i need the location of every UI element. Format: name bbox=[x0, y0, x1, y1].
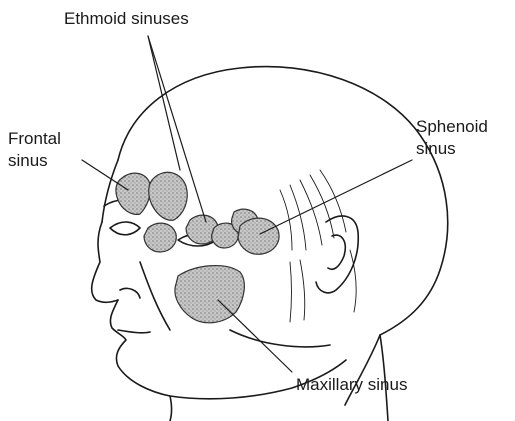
frontal-sinus-right bbox=[149, 172, 188, 220]
frontal-sinus bbox=[116, 173, 150, 214]
sphenoid-label-line2: sinus bbox=[416, 139, 456, 158]
nostril bbox=[120, 288, 140, 298]
mouth-line bbox=[118, 330, 150, 333]
ear-outline bbox=[316, 216, 358, 293]
ear-inner bbox=[328, 235, 345, 269]
maxillary-leader bbox=[218, 300, 292, 372]
frontal-label-line2: sinus bbox=[8, 151, 48, 170]
ethmoid-label: Ethmoid sinuses bbox=[64, 9, 189, 28]
maxillary-label: Maxillary sinus bbox=[296, 375, 407, 394]
neck-line bbox=[170, 396, 172, 421]
maxillary-sinus bbox=[175, 266, 244, 323]
sphenoid-sinus bbox=[238, 218, 279, 254]
nose-profile bbox=[92, 222, 118, 302]
cheek-line bbox=[140, 262, 170, 330]
eye-outline bbox=[110, 222, 140, 235]
jaw-line bbox=[230, 330, 330, 347]
ethmoid-sinus-1 bbox=[144, 223, 176, 252]
frontal-label-line1: Frontal bbox=[8, 129, 61, 148]
sphenoid-label-line1: Sphenoid bbox=[416, 117, 488, 136]
frontal-leader bbox=[82, 160, 128, 190]
